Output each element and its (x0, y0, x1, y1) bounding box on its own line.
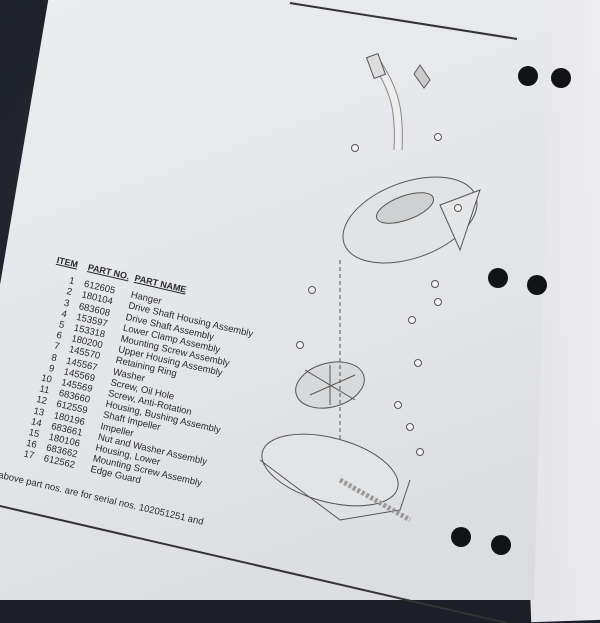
punch-hole (488, 268, 508, 288)
punch-hole (491, 535, 511, 555)
exploded-parts-diagram (259, 52, 481, 523)
punch-hole (451, 527, 471, 547)
lower-housing (259, 433, 412, 523)
callouts (296, 133, 462, 456)
impeller (295, 361, 365, 409)
upper-housing (342, 176, 481, 264)
punch-hole (518, 66, 538, 86)
manual-page (0, 0, 552, 600)
punch-hole (551, 68, 571, 88)
punch-hole (527, 275, 547, 295)
drive-shaft-housing (365, 52, 431, 151)
